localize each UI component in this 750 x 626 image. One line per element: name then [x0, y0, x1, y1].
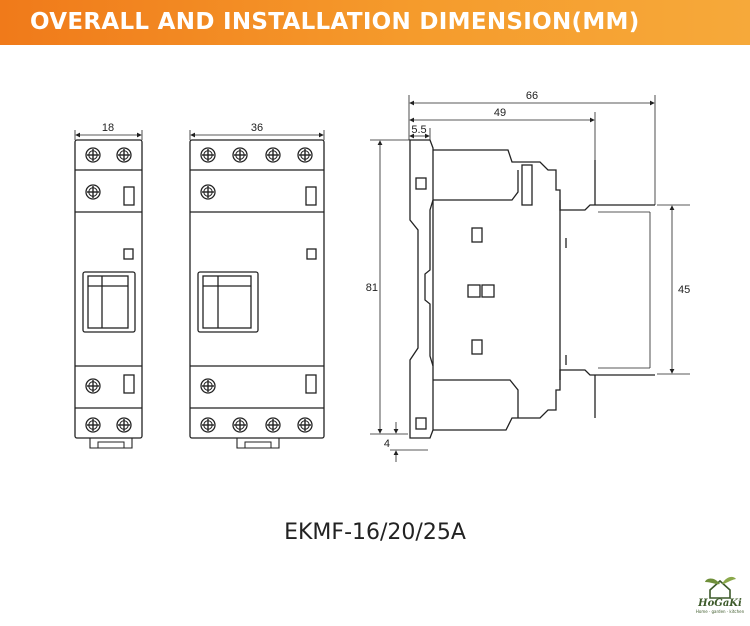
dimension-drawing: 18 36 [74, 90, 690, 462]
width-label-1p: 18 [102, 122, 114, 134]
front-view-1p [74, 130, 143, 449]
height-label: 81 [366, 282, 378, 294]
rail-label: 45 [678, 284, 690, 296]
svg-text:Home · garden · kitchen: Home · garden · kitchen [696, 609, 745, 614]
foot-label: 4 [384, 438, 390, 450]
svg-text:HoGaKi: HoGaKi [697, 598, 742, 609]
offset-label: 5.5 [411, 124, 426, 136]
width-label-2p: 36 [251, 122, 263, 134]
overall-depth-label: 66 [526, 90, 538, 102]
side-view [370, 95, 690, 462]
header-banner: OVERALL AND INSTALLATION DIMENSION(MM) [0, 0, 750, 45]
front-view-2p [189, 130, 325, 449]
body-depth-label: 49 [494, 107, 506, 119]
leaf-house-icon: HoGaKi Home · garden · kitchen [696, 576, 745, 614]
page-title: OVERALL AND INSTALLATION DIMENSION(MM) [30, 9, 640, 35]
brand-logo: HoGaKi Home · garden · kitchen [692, 572, 748, 616]
model-name: EKMF-16/20/25A [284, 520, 466, 545]
